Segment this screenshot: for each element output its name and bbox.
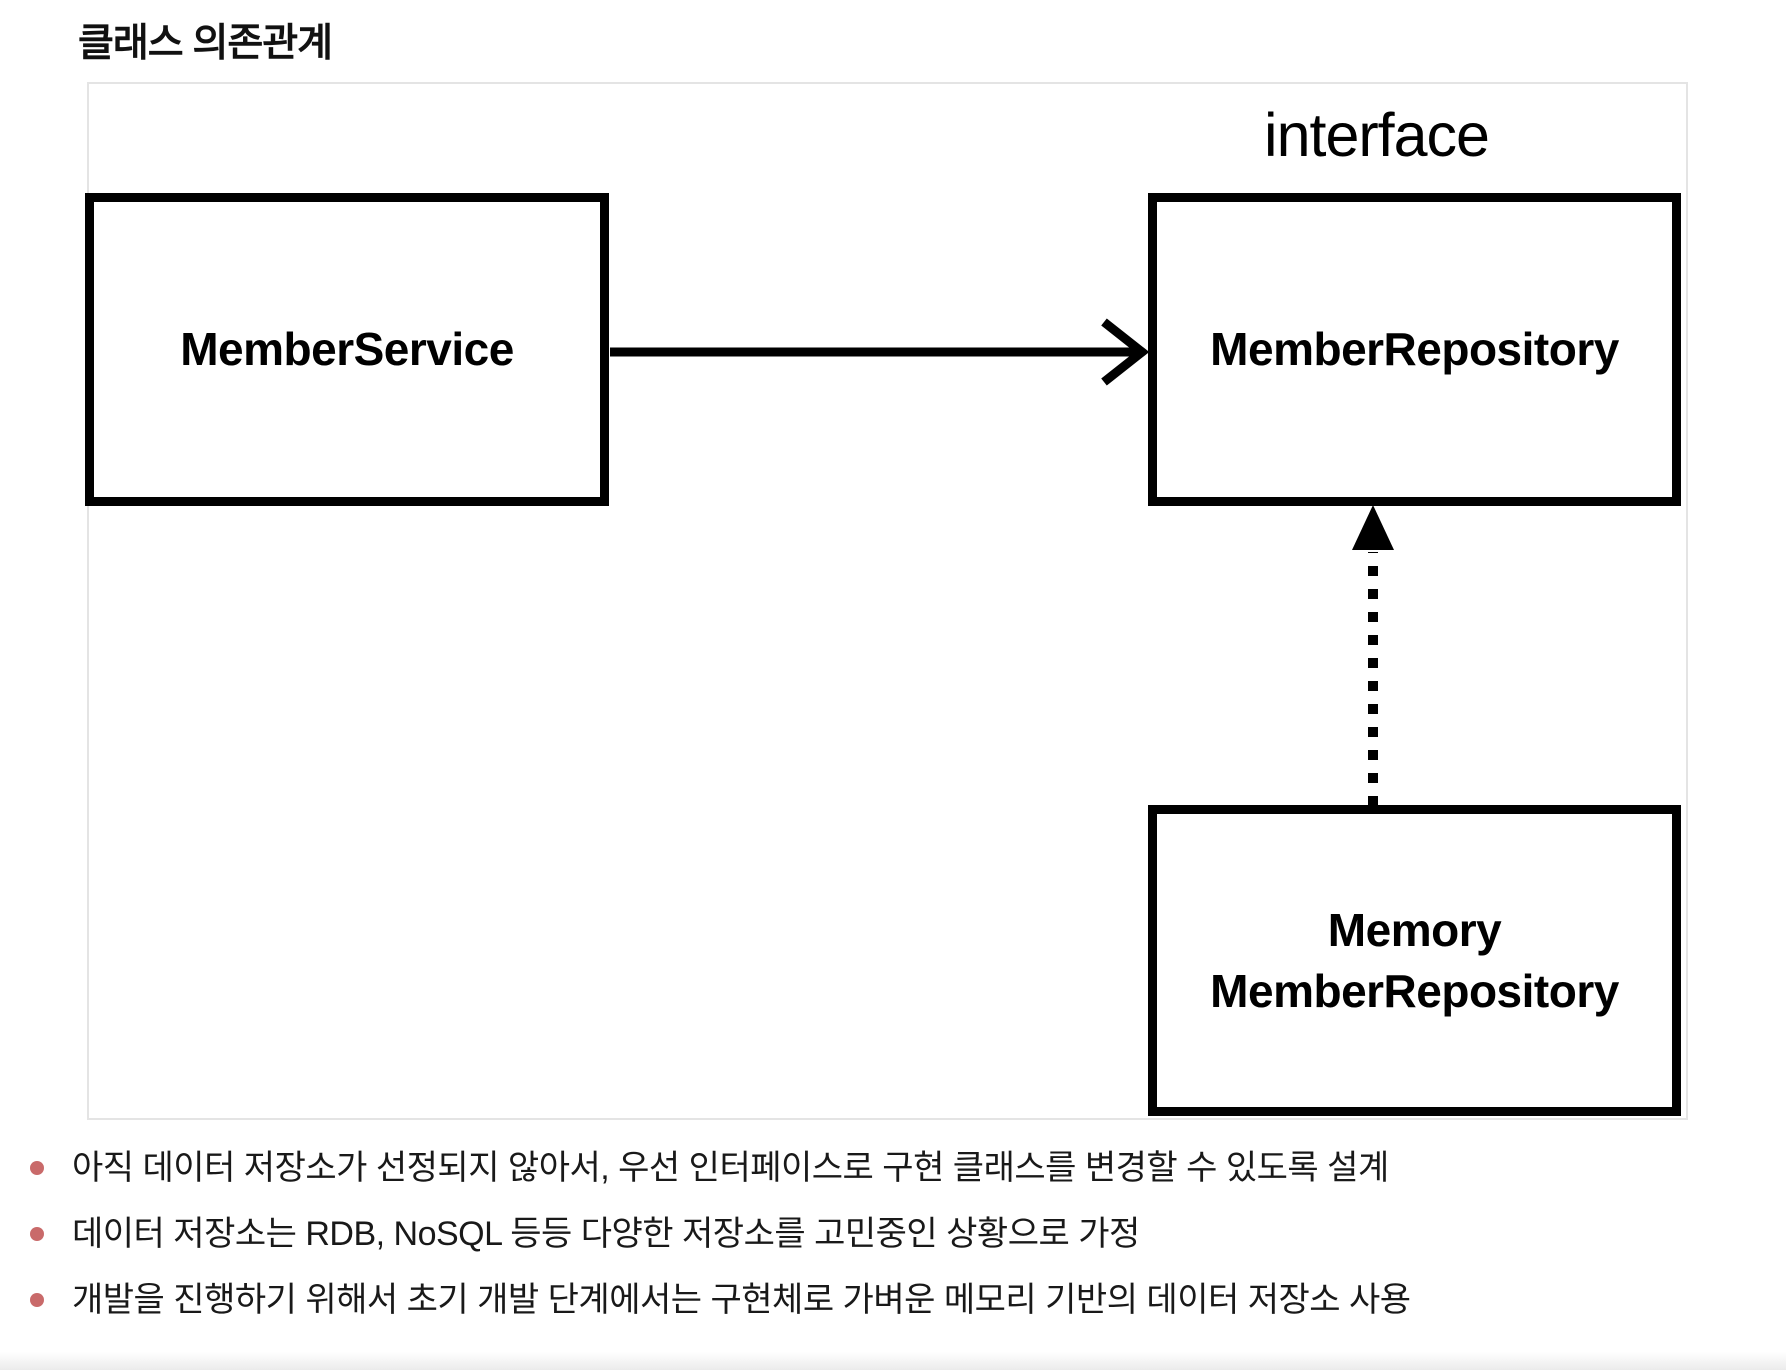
memory-member-repository-node: Memory MemberRepository (1148, 805, 1681, 1116)
note-text: 아직 데이터 저장소가 선정되지 않아서, 우선 인터페이스로 구현 클래스를 … (72, 1149, 1389, 1187)
interface-stereotype-label: interface (1264, 101, 1490, 169)
page-title: 클래스 의존관계 (78, 22, 333, 65)
list-item: 아직 데이터 저장소가 선정되지 않아서, 우선 인터페이스로 구현 클래스를 … (22, 1146, 1762, 1190)
member-repository-node: MemberRepository (1148, 193, 1681, 506)
list-item: 개발을 진행하기 위해서 초기 개발 단계에서는 구현체로 가벼운 메모리 기반… (22, 1278, 1762, 1322)
bullet-icon (30, 1227, 44, 1241)
list-item: 데이터 저장소는 RDB, NoSQL 등등 다양한 저장소를 고민중인 상황으… (22, 1212, 1762, 1256)
memory-member-repository-label-line2: MemberRepository (1210, 964, 1619, 1017)
member-service-node: MemberService (85, 193, 609, 506)
memory-member-repository-label-line1: Memory (1327, 903, 1502, 956)
notes-list: 아직 데이터 저장소가 선정되지 않아서, 우선 인터페이스로 구현 클래스를 … (22, 1146, 1762, 1344)
member-repository-label: MemberRepository (1210, 323, 1619, 376)
note-text: 개발을 진행하기 위해서 초기 개발 단계에서는 구현체로 가벼운 메모리 기반… (72, 1281, 1411, 1319)
page-bottom-fade (0, 1352, 1786, 1370)
note-text: 데이터 저장소는 RDB, NoSQL 등등 다양한 저장소를 고민중인 상황으… (72, 1215, 1140, 1253)
bullet-icon (30, 1161, 44, 1175)
bullet-icon (30, 1293, 44, 1307)
member-service-label: MemberService (180, 323, 514, 376)
